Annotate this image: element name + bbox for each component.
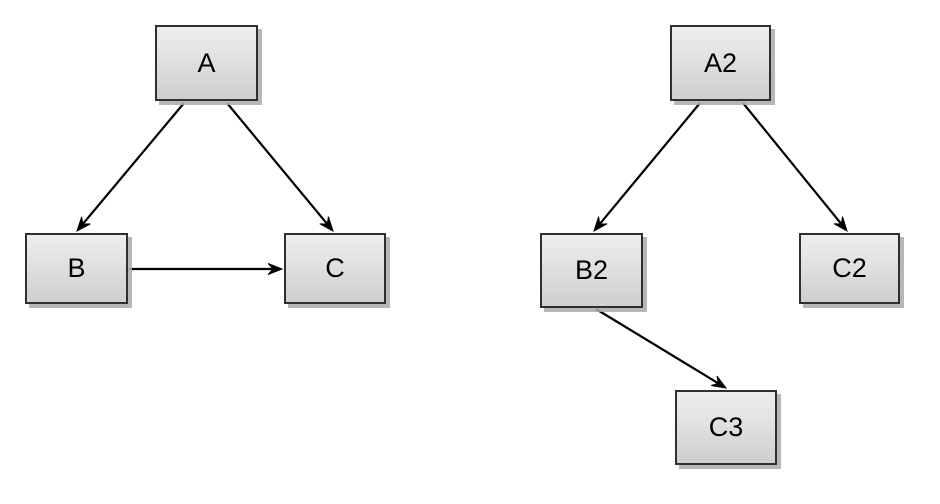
- edge-a2-to-c2[interactable]: [743, 103, 847, 231]
- node-label: B2: [574, 255, 609, 285]
- edge-b2-to-c3[interactable]: [596, 309, 726, 388]
- edge-a2-to-b2[interactable]: [594, 103, 700, 231]
- node-c3[interactable]: C3: [675, 390, 777, 465]
- node-a[interactable]: A: [155, 25, 258, 101]
- node-c[interactable]: C: [284, 233, 386, 304]
- node-c2[interactable]: C2: [799, 233, 900, 304]
- node-label: A2: [703, 47, 738, 78]
- node-label: B: [67, 253, 86, 283]
- node-b2[interactable]: B2: [540, 233, 643, 308]
- node-a2[interactable]: A2: [670, 25, 771, 101]
- node-label: C2: [832, 253, 867, 283]
- edge-a-to-c[interactable]: [227, 103, 333, 231]
- edge-a-to-b[interactable]: [77, 103, 184, 231]
- node-label: C: [325, 253, 345, 283]
- node-b[interactable]: B: [25, 233, 128, 304]
- node-label: C3: [708, 412, 744, 442]
- node-label: A: [197, 47, 216, 78]
